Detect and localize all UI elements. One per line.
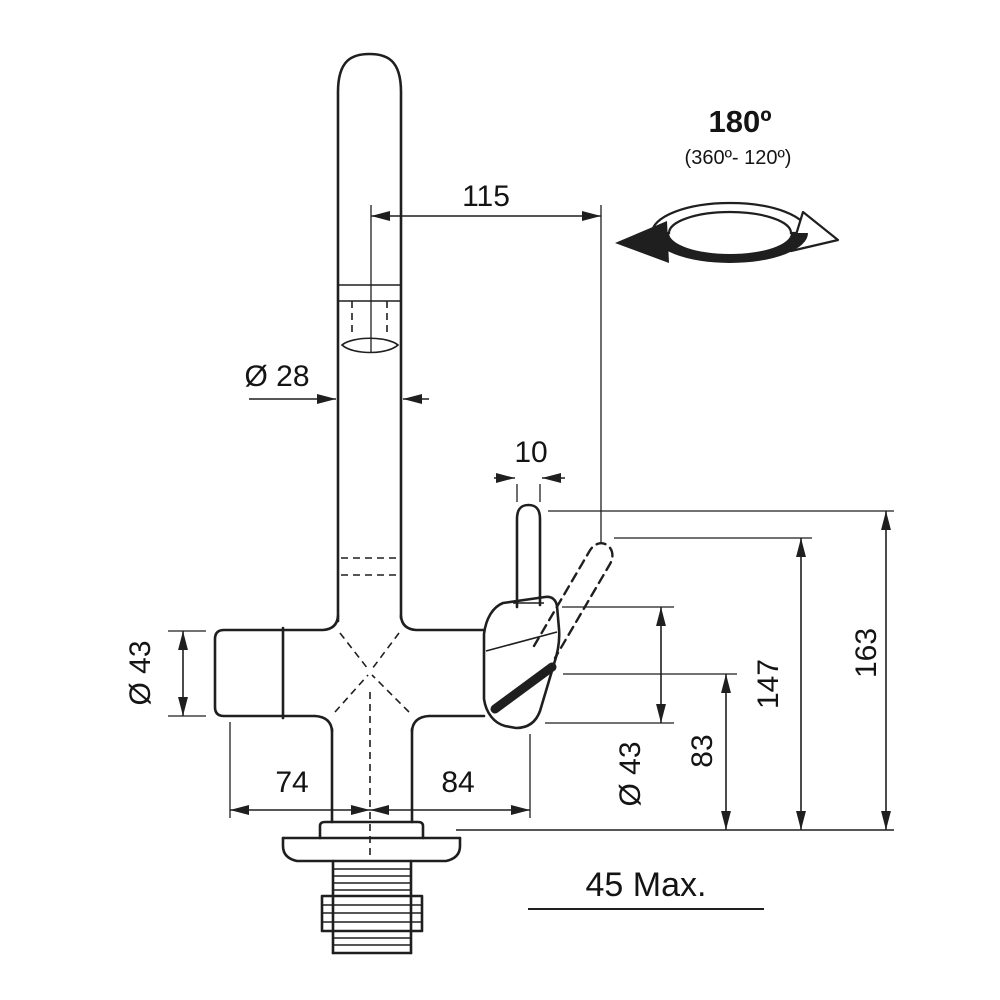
centerline-x-2: [371, 632, 400, 670]
base-disc: [318, 820, 425, 840]
centerline-x-4: [371, 674, 410, 713]
rotation-arrow-solid-head: [615, 221, 669, 263]
faucet-drawing: [213, 52, 614, 955]
rotation-indicator: 180º (360º- 120º): [615, 104, 840, 263]
centerline-x-3: [334, 674, 369, 713]
lever-handle-dashed: [532, 542, 614, 660]
dim-label-diameter-28: Ø 28: [244, 360, 309, 393]
housing-edge-line: [485, 631, 558, 652]
rotation-arrow-top-band: [650, 201, 810, 235]
body-bottom-right: [410, 714, 486, 733]
dimension-spout-diameter: Ø 28: [244, 360, 429, 404]
dim-label-74: 74: [275, 766, 308, 799]
rotation-range-label: (360º- 120º): [685, 147, 792, 169]
dim-label-115: 115: [462, 180, 510, 213]
dim-label-163: 163: [850, 628, 883, 678]
dimension-deck-thickness: 45 Max.: [456, 829, 894, 910]
dim-label-10: 10: [514, 436, 547, 469]
dimension-handle-top-height: 147: [614, 537, 812, 831]
dim-label-84: 84: [441, 766, 474, 799]
dimension-base-offsets: 74 84: [229, 722, 531, 818]
body-left-cap: [213, 628, 285, 718]
body-bottom-left: [281, 714, 334, 733]
rotation-arrow-bottom-band: [652, 233, 808, 263]
dim-label-45-max: 45 Max.: [586, 866, 707, 904]
dimension-handle-pin-width: 10: [494, 436, 565, 502]
dim-label-83: 83: [686, 734, 719, 767]
dim-label-diameter-43-left: Ø 43: [124, 640, 157, 705]
lever-pin: [515, 503, 542, 609]
body-top-right: [399, 614, 486, 632]
centerline-x-1: [339, 632, 369, 670]
body-top-left: [281, 614, 340, 632]
spout-outline: [336, 52, 403, 623]
housing-shadow-band: [490, 662, 557, 714]
valve-housing: [482, 595, 561, 730]
dim-label-diameter-43-right: Ø 43: [614, 741, 647, 806]
dimension-spout-offset: 115: [370, 180, 602, 543]
aerator-face: [340, 337, 400, 354]
mounting-nut: [320, 894, 424, 933]
dimension-total-height: 163: [548, 510, 894, 831]
dim-label-147: 147: [752, 659, 785, 709]
rotation-angle-label: 180º: [708, 104, 771, 139]
rotation-arrow-icon: [615, 201, 840, 263]
dimension-body-diameter-right: Ø 43: [545, 606, 674, 807]
dimension-body-center-height: 83: [563, 673, 737, 831]
base-plate: [281, 836, 462, 863]
dimension-body-diameter-left: Ø 43: [124, 630, 206, 717]
